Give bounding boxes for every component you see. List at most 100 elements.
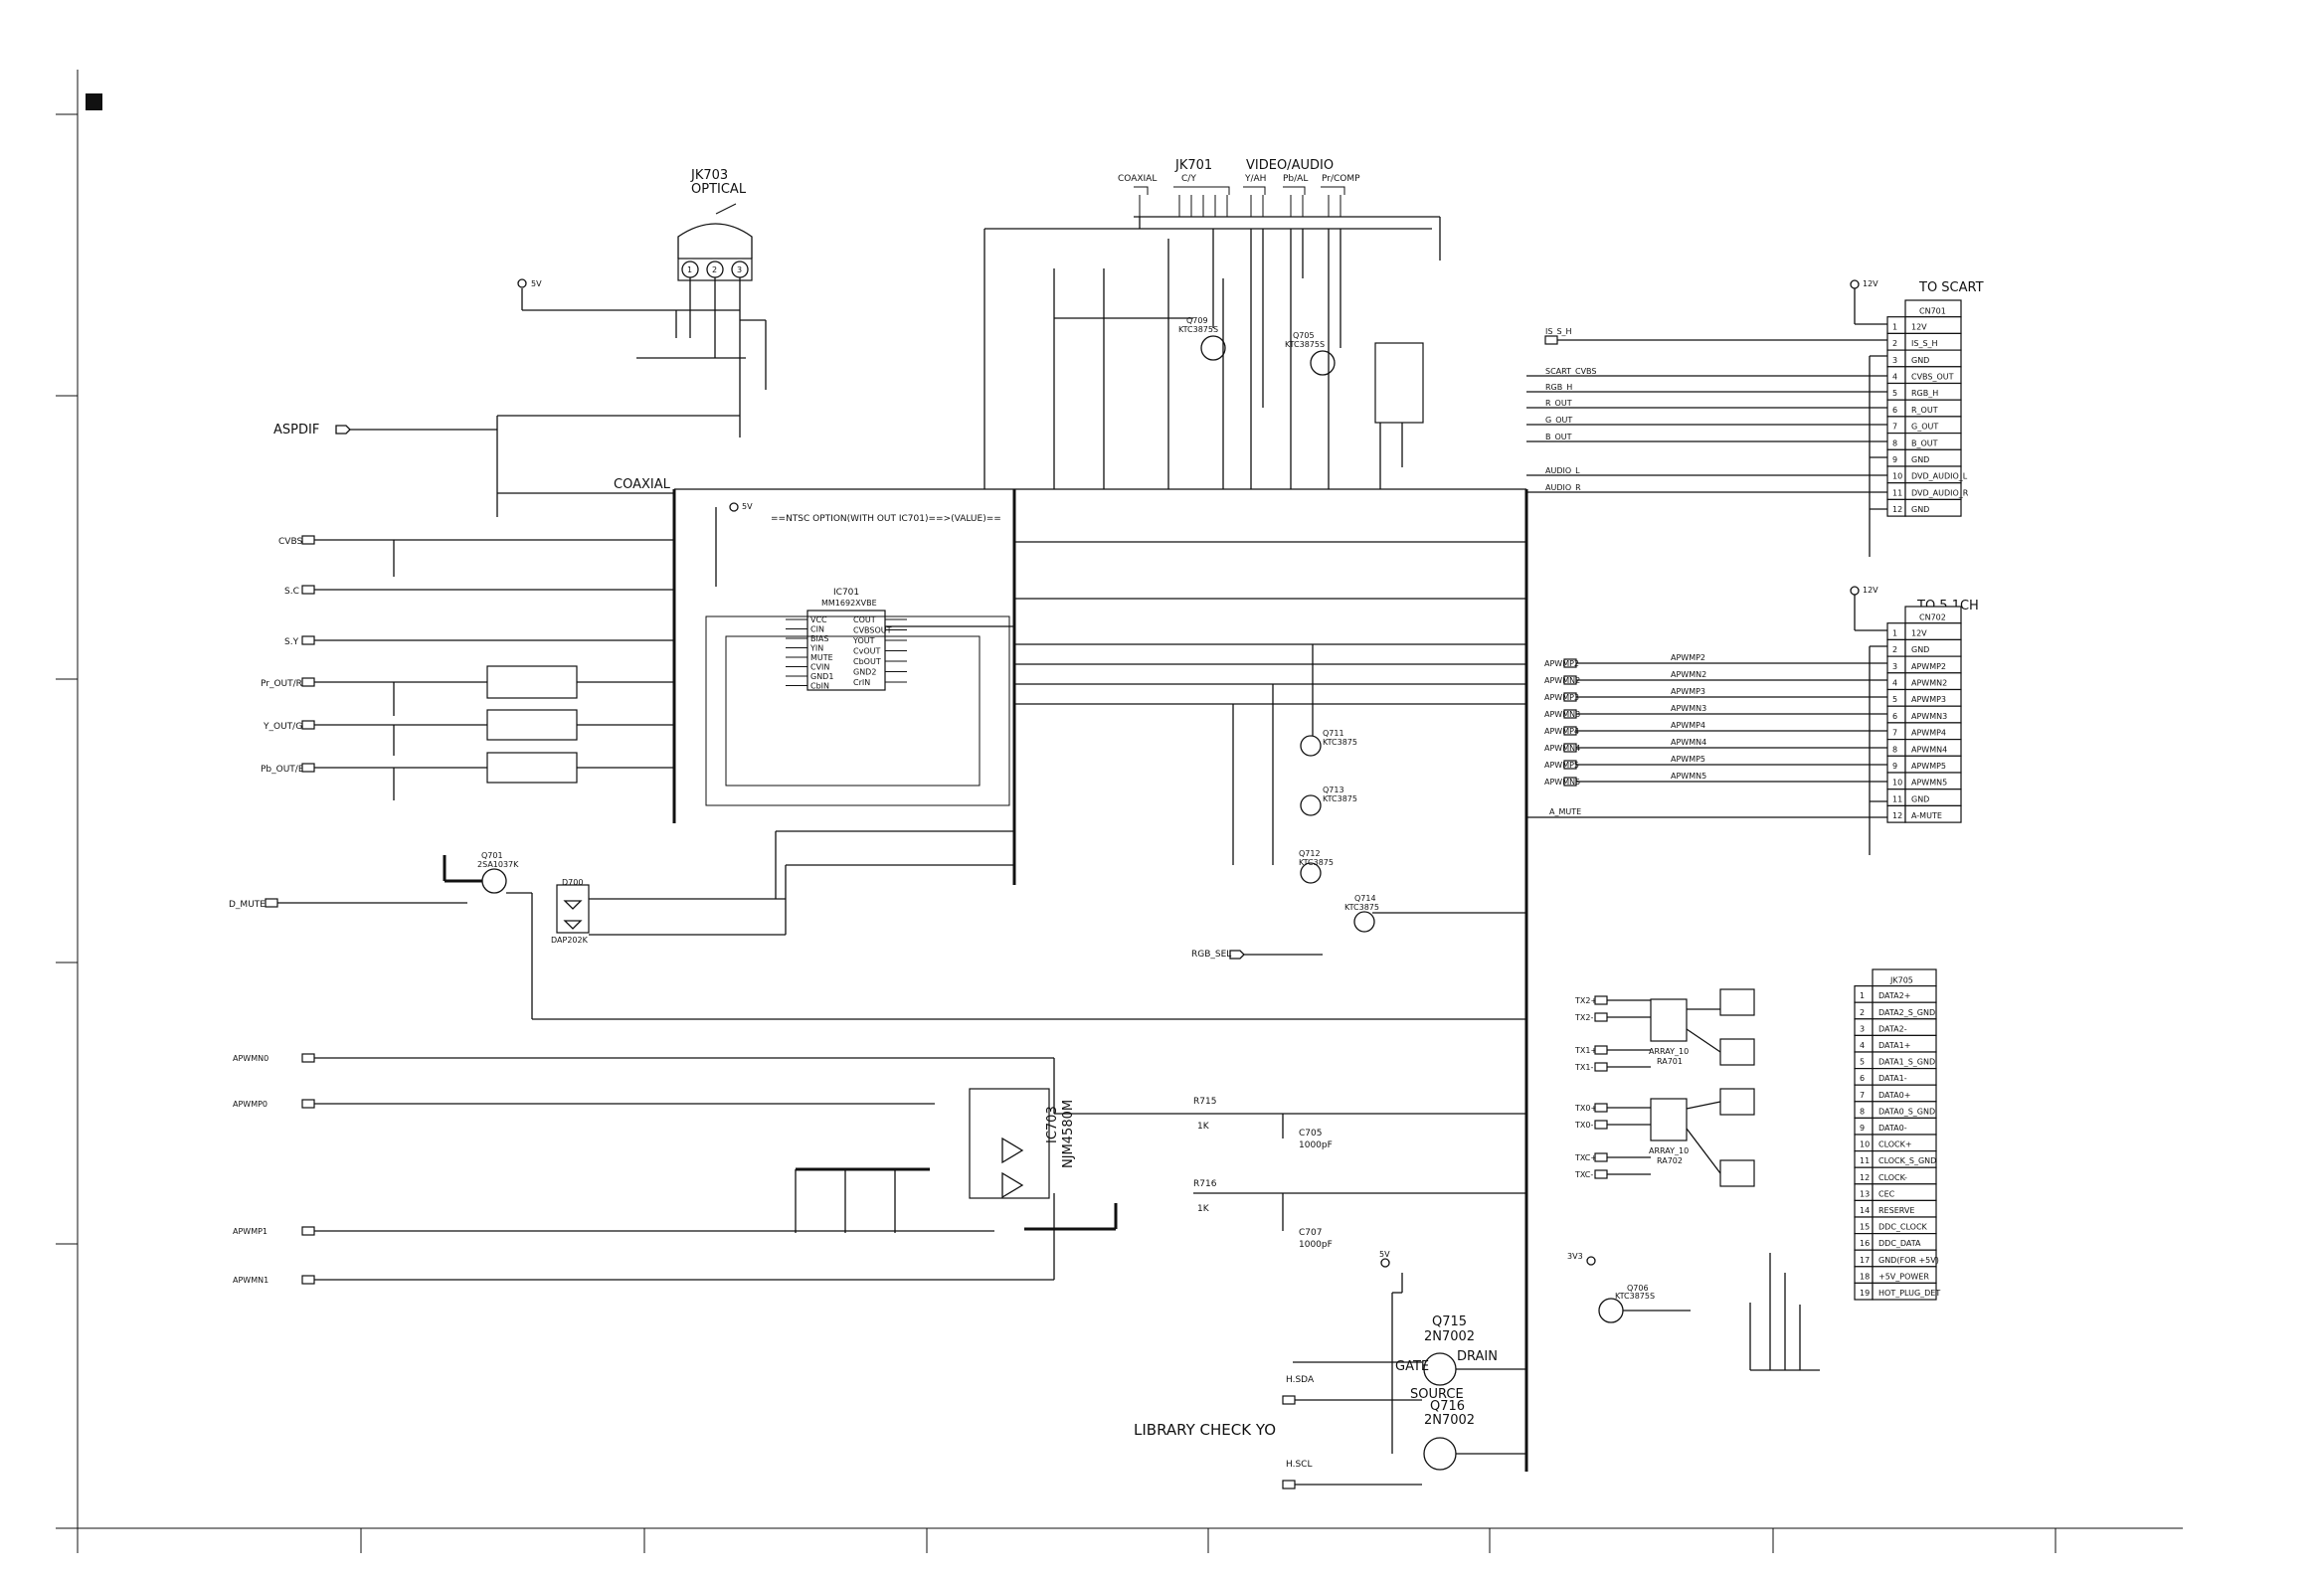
jk705-pin-number: 6 [1860, 1074, 1865, 1083]
ic701-right-pin-name: YOUT [852, 636, 875, 645]
cn702-pin-name: GND [1911, 645, 1929, 654]
cn702-pin-number: 3 [1892, 662, 1897, 671]
jk705-pin-name: DATA1+ [1878, 1041, 1910, 1050]
hdmi-tx-port-label: TX0+ [1574, 1104, 1597, 1113]
cn702-pin-name: APWMP5 [1911, 762, 1946, 771]
hdmi-tx-port-label: TX1+ [1574, 1046, 1597, 1055]
cn701-pin-number: 9 [1892, 455, 1897, 464]
c705-label: C705 [1299, 1129, 1322, 1138]
svg-text:KTC3875S: KTC3875S [1178, 325, 1218, 334]
ic701-right-pin-name: CrIN [853, 678, 870, 687]
jk705-pin-name: CLOCK_S_GND [1878, 1156, 1936, 1165]
cn701-pin-name: B_OUT [1911, 438, 1938, 447]
svg-text:RA701: RA701 [1657, 1057, 1683, 1066]
cn701-pin-name: R_OUT [1911, 406, 1938, 415]
cn701-pin-name: IS_S_H [1911, 339, 1938, 348]
jk705-pin-name: DATA2_S_GND [1878, 1008, 1935, 1017]
jk705-pin-number: 4 [1860, 1041, 1865, 1050]
svg-text:IS_S_H: IS_S_H [1545, 327, 1572, 336]
cn702-pin-number: 8 [1892, 745, 1897, 754]
ch51-net-label: APWMP3 [1671, 687, 1705, 696]
jk705-pin-number: 15 [1860, 1223, 1870, 1232]
jk705-pin-number: 11 [1860, 1156, 1870, 1165]
r716-label: R716 [1193, 1179, 1217, 1189]
jk705-pin-name: CLOCK+ [1878, 1140, 1912, 1149]
ch51-net-label: APWMN5 [1671, 772, 1706, 781]
jk705-pin-name: HOT_PLUG_DET [1878, 1289, 1940, 1298]
cn701-pin-name: G_OUT [1911, 423, 1938, 432]
svg-text:3: 3 [737, 265, 742, 274]
svg-text:B_OUT: B_OUT [1545, 433, 1572, 441]
svg-text:Q711: Q711 [1323, 729, 1344, 738]
ic703-part: NJM4580M [1061, 1100, 1076, 1168]
mute-driver: Q701 2SA1037K D700 DAP202K [443, 830, 1526, 1020]
jk705-pin-name: DATA1_S_GND [1878, 1058, 1935, 1067]
video-filter-network [1053, 229, 1424, 489]
ic701-left-pin-name: CVIN [810, 663, 829, 672]
ic701-part: MM1692XVBE [821, 599, 877, 608]
cn702-pin-name: GND [1911, 794, 1929, 803]
jk701-coaxial-label: COAXIAL [1118, 174, 1157, 184]
ch51-port-label: APWMP3 [1544, 693, 1579, 702]
jk705-pin-name-cell [1872, 1282, 1937, 1301]
jk705-pin-number: 13 [1860, 1189, 1870, 1198]
supply-symbols: 5V 12V 12V 5V 5V 3V3 [517, 278, 1878, 1268]
cn702-pin-number: 7 [1892, 729, 1897, 738]
ic701-right-pin-name: GND2 [853, 668, 876, 677]
svg-text:5V: 5V [742, 502, 753, 511]
jk705-pin-name: DATA0_S_GND [1878, 1107, 1935, 1116]
svg-text:KTC3875: KTC3875 [1323, 738, 1357, 747]
h-sda-label: H.SDA [1286, 1375, 1315, 1385]
jk701-video-audio-label: VIDEO/AUDIO [1246, 158, 1334, 173]
jk705-pin-name: GND(FOR +5V) [1878, 1256, 1939, 1265]
svg-text:D700: D700 [562, 878, 583, 887]
jk705-pin-number: 8 [1860, 1107, 1865, 1116]
left-input-ports: CVBS S.C S.Y Pr_OUT/R Y_OUT/G Pb_OUT/B D… [229, 535, 1054, 1285]
port-s-c: S.C [284, 585, 674, 597]
jk705-pin-name: DATA0+ [1878, 1091, 1910, 1100]
ch51-net-label: APWMN4 [1671, 738, 1706, 747]
cn702-pin-number: 9 [1892, 762, 1897, 771]
cn702-pin-name: 12V [1911, 628, 1927, 637]
cn701-pin-name: CVBS_OUT [1911, 373, 1954, 382]
svg-text:AUDIO_L: AUDIO_L [1545, 466, 1580, 475]
ic701-left-pin-name: YIN [809, 644, 823, 653]
svg-text:SCART_CVBS: SCART_CVBS [1545, 367, 1596, 376]
jk705-ref-label: JK705 [1889, 976, 1913, 985]
cn702-pin-number: 11 [1892, 794, 1902, 803]
port-s-y: S.Y [284, 635, 674, 647]
jk705-pin-name: DATA2+ [1878, 991, 1910, 1000]
cn701-pin-number: 6 [1892, 406, 1897, 415]
hdmi-tx-port [1594, 1012, 1608, 1022]
svg-text:2N7002: 2N7002 [1424, 1329, 1475, 1344]
ch51-port-label: APWMP5 [1544, 761, 1579, 770]
c707-value: 1000pF [1299, 1240, 1333, 1250]
jk705-pin-number: 14 [1860, 1206, 1870, 1215]
jk705-pin-name: CLOCK- [1878, 1173, 1907, 1182]
svg-text:RGB_H: RGB_H [1545, 383, 1572, 392]
section-marker-square [86, 93, 102, 110]
jk705-pin-number: 1 [1860, 991, 1865, 1000]
rgb-sel-label: RGB_SEL [1191, 950, 1231, 960]
cn702-pin-number: 6 [1892, 712, 1897, 721]
port-apwmp1: APWMP1 [233, 1226, 994, 1236]
svg-text:DAP202K: DAP202K [551, 936, 589, 945]
svg-text:CVBS: CVBS [278, 537, 302, 547]
jk705-pin-name: DDC_CLOCK [1878, 1223, 1928, 1232]
cn701-pin-name: DVD_AUDIO_R [1911, 488, 1969, 497]
jk701-cy-label: C/Y [1181, 174, 1196, 184]
ic701-left-pin-name: CbIN [810, 682, 829, 691]
cn702-pin-number: 4 [1892, 679, 1897, 688]
source-label: SOURCE [1410, 1387, 1464, 1402]
jk705-pin-name: RESERVE [1878, 1206, 1914, 1215]
svg-text:KTC3875S: KTC3875S [1285, 340, 1325, 349]
port-cvbs: CVBS [278, 535, 674, 547]
aspdif-port-label: ASPDIF [273, 423, 319, 438]
jk701-prcomp-label: Pr/COMP [1322, 174, 1360, 184]
cn702-pin-name: A-MUTE [1911, 811, 1942, 820]
jk701-yah-label: Y/AH [1244, 174, 1266, 184]
ic701-right-pin-name: CVBSOUT [853, 626, 892, 635]
svg-text:Q715: Q715 [1432, 1314, 1467, 1329]
